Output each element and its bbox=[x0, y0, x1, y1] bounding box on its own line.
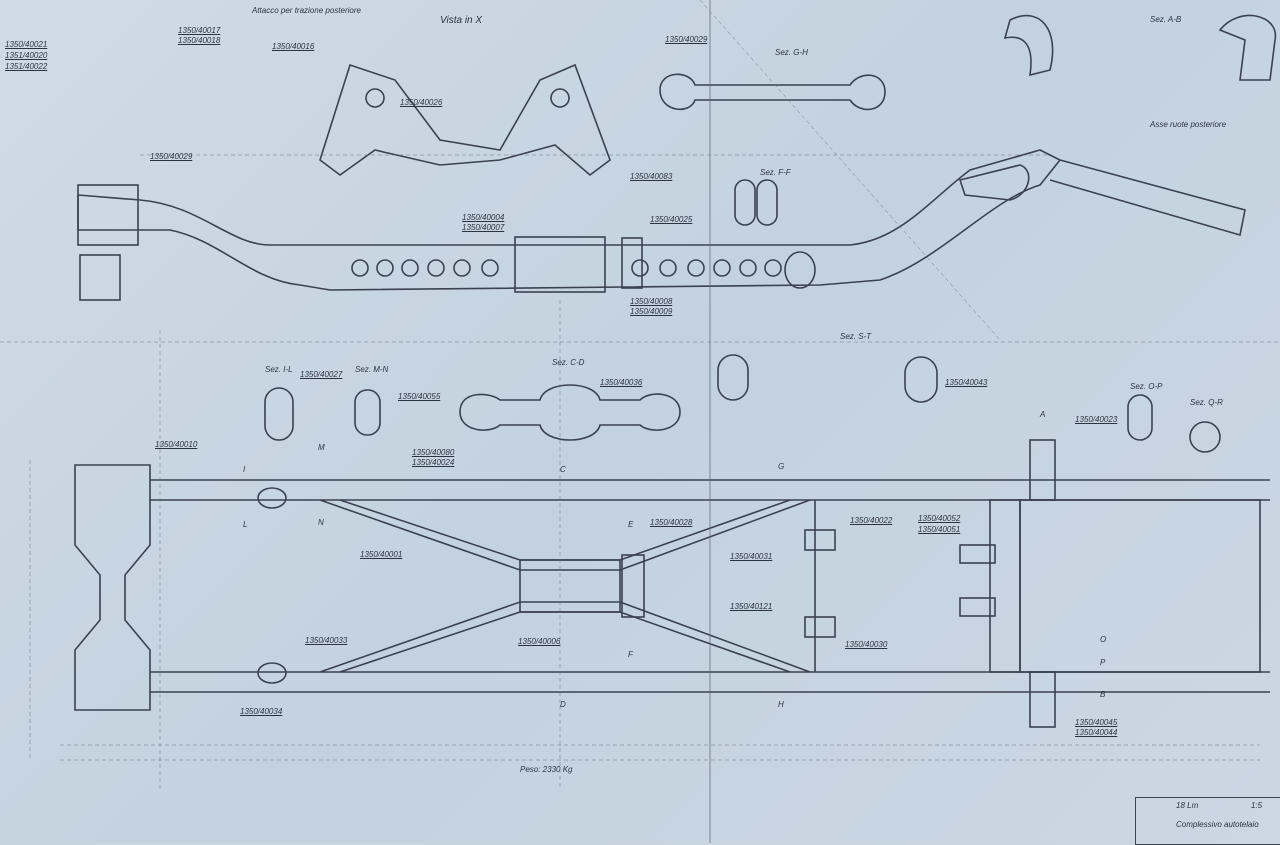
front-crossmember-side bbox=[77, 184, 139, 246]
section-marker: F bbox=[628, 650, 633, 659]
drawing-title: Complessivo autotelaio bbox=[1176, 820, 1259, 829]
part-label: 1350/40080 bbox=[412, 448, 455, 457]
view-label-sez-op: Sez. O-P bbox=[1130, 382, 1163, 391]
part-label: 1350/40025 bbox=[650, 215, 693, 224]
note-asse-ruote: Asse ruote posteriore bbox=[1150, 120, 1227, 129]
part-label: 1350/40031 bbox=[730, 552, 773, 561]
section-marker: N bbox=[318, 518, 324, 527]
section-marker: H bbox=[778, 700, 784, 709]
part-label: 1350/40051 bbox=[918, 525, 961, 534]
part-label: 1350/40033 bbox=[305, 636, 348, 645]
vista-x-crossmember bbox=[319, 63, 611, 177]
part-label: 1350/40043 bbox=[945, 378, 988, 387]
section-marker: D bbox=[560, 700, 566, 709]
part-label: 1350/40027 bbox=[300, 370, 343, 379]
part-label: 1350/40029 bbox=[150, 152, 193, 161]
section-marker: A bbox=[1040, 410, 1046, 419]
view-label-vista-x: Vista in X bbox=[440, 15, 483, 26]
plan-view-frame bbox=[74, 439, 1270, 728]
part-label: 1350/40023 bbox=[1075, 415, 1118, 424]
section-marker: M bbox=[318, 443, 325, 452]
section-marker: E bbox=[628, 520, 634, 529]
part-label: 1350/40024 bbox=[412, 458, 455, 467]
section-marker: I bbox=[243, 465, 246, 474]
part-label: 1350/40083 bbox=[630, 172, 673, 181]
section-marker: C bbox=[560, 465, 566, 474]
part-label: 1350/40001 bbox=[360, 550, 403, 559]
part-label: 1350/40121 bbox=[730, 602, 773, 611]
view-label-sez-cd: Sez. C-D bbox=[552, 358, 585, 367]
part-label: 1350/40009 bbox=[630, 307, 673, 316]
part-label: 1350/40021 bbox=[5, 40, 48, 49]
side-view-rail bbox=[77, 149, 1062, 291]
view-label-sez-ab: Sez. A-B bbox=[1150, 15, 1182, 24]
view-label-sez-st: Sez. S-T bbox=[840, 332, 872, 341]
view-label-sez-ff: Sez. F-F bbox=[760, 168, 791, 177]
section-marker: L bbox=[243, 520, 248, 529]
front-bracket bbox=[79, 254, 121, 301]
part-label: 1350/40026 bbox=[400, 98, 443, 107]
part-label: 1350/40028 bbox=[650, 518, 693, 527]
part-label: 1350/40008 bbox=[630, 297, 673, 306]
section-marker: P bbox=[1100, 658, 1106, 667]
view-label-sez-qr: Sez. Q-R bbox=[1190, 398, 1223, 407]
part-label: 1350/40036 bbox=[600, 378, 643, 387]
part-label: 1350/40022 bbox=[850, 516, 893, 525]
part-label: 1350/40007 bbox=[462, 223, 505, 232]
view-label-sez-gh: Sez. G-H bbox=[775, 48, 808, 57]
section-marker: B bbox=[1100, 690, 1106, 699]
drawing-scale: 1:5 bbox=[1251, 801, 1263, 810]
view-label-sez-mn: Sez. M-N bbox=[355, 365, 389, 374]
part-label: 1351/40020 bbox=[5, 51, 48, 60]
section-marker: G bbox=[778, 462, 785, 471]
title-block: 18 Lm 1:5 Complessivo autotelaio bbox=[1135, 797, 1280, 845]
center-tube-section bbox=[514, 236, 606, 293]
part-label: 1350/40010 bbox=[155, 440, 198, 449]
part-label: 1350/40034 bbox=[240, 707, 283, 716]
part-label: 1350/40030 bbox=[845, 640, 888, 649]
note-attacco: Attacco per trazione posteriore bbox=[252, 6, 361, 15]
section-marker: O bbox=[1100, 635, 1107, 644]
part-label: 1350/40045 bbox=[1075, 718, 1118, 727]
view-label-sez-il: Sez. I-L bbox=[265, 365, 293, 374]
part-label: 1350/40052 bbox=[918, 514, 961, 523]
rear-rail-extension bbox=[1049, 159, 1246, 237]
part-label: 1350/40029 bbox=[665, 35, 708, 44]
weight-note: Peso: 2330 Kg bbox=[520, 765, 573, 774]
part-label: 1351/40022 bbox=[5, 62, 48, 71]
part-label: 1350/40044 bbox=[1075, 728, 1118, 737]
part-label: 1350/40016 bbox=[272, 42, 315, 51]
drawing-code: 18 Lm bbox=[1176, 801, 1199, 810]
part-label: 1350/40018 bbox=[178, 36, 221, 45]
part-label: 1350/40004 bbox=[462, 213, 505, 222]
part-label: 1350/40006 bbox=[518, 637, 561, 646]
part-label: 1350/40017 bbox=[178, 26, 221, 35]
part-label: 1350/40055 bbox=[398, 392, 441, 401]
lightening-holes bbox=[351, 259, 782, 277]
